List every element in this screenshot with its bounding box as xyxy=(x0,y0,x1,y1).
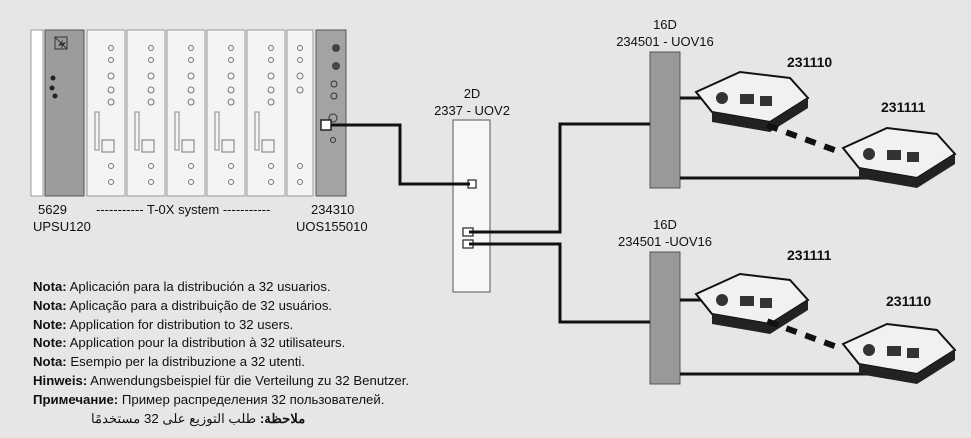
ont-top-2-code: 231111 xyxy=(881,99,926,115)
ellipsis-dashes-top xyxy=(766,122,836,153)
splitter-2d-uov2 xyxy=(452,119,491,293)
note-ar: ملاحظة: طلب التوزيع على 32 مستخدمًا xyxy=(33,410,409,429)
ellipsis-dashes-bottom xyxy=(766,318,836,349)
note-text: Aplicación para la distribución a 32 usu… xyxy=(69,279,331,294)
note-label: Nota: xyxy=(33,279,67,294)
note-text: طلب التوزيع على 32 مستخدمًا xyxy=(91,410,257,426)
note-de: Hinweis: Anwendungsbeispiel für die Vert… xyxy=(33,372,409,391)
ont-device-top-1 xyxy=(694,70,810,132)
splitter-2d-model-label: 2337 - UOV2 xyxy=(434,103,510,118)
ont-bottom-1-code: 231111 xyxy=(787,247,832,263)
splitter-16d-top-ports-label: 16D xyxy=(653,17,677,32)
notes-block: Nota: Aplicación para la distribución a … xyxy=(33,278,409,428)
ont-bottom-2-code: 231110 xyxy=(886,293,932,309)
rack-t0x-system xyxy=(30,29,347,197)
cable-2d-to-16d-top xyxy=(469,122,650,234)
note-label: Note: xyxy=(33,335,67,351)
note-es: Nota: Aplicación para la distribución a … xyxy=(33,278,409,297)
ont-device-top-2 xyxy=(841,126,957,188)
module-t0x-2 xyxy=(126,29,166,197)
note-en: Note: Application for distribution to 32… xyxy=(33,316,409,335)
note-label: Hinweis: xyxy=(33,372,88,388)
module-t0x-1 xyxy=(86,29,126,197)
note-text: Esempio per la distribuzione a 32 utenti… xyxy=(70,354,305,370)
note-label: Примечание: xyxy=(33,391,119,407)
module-t0x-5 xyxy=(246,29,286,197)
ont-device-bottom-2 xyxy=(841,322,957,384)
module-t0x-6 xyxy=(286,29,314,197)
splitter-16d-top-model-label: 234501 - UOV16 xyxy=(616,34,714,49)
module-t0x-3 xyxy=(166,29,206,197)
note-text: Application pour la distribution à 32 ut… xyxy=(69,335,346,351)
ont-device-bottom-1 xyxy=(694,272,810,334)
note-it: Nota: Esempio per la distribuzione a 32 … xyxy=(33,353,409,372)
splitter-16d-bottom-model-label: 234501 -UOV16 xyxy=(618,234,712,249)
module-uos155010 xyxy=(315,29,347,197)
note-text: Пример распределения 32 пользователей. xyxy=(121,391,385,407)
splitter-16d-top xyxy=(649,51,681,189)
note-ru: Примечание: Пример распределения 32 поль… xyxy=(33,391,409,410)
cable-uos-to-2d xyxy=(331,123,470,186)
note-label: Nota: xyxy=(33,297,67,313)
splitter-2d-ports-label: 2D xyxy=(463,86,481,101)
note-label: Nota: xyxy=(33,354,67,370)
note-text: Anwendungsbeispiel für die Verteilung zu… xyxy=(90,372,410,388)
system-label: ----------- T-0X system ----------- xyxy=(96,202,271,217)
uos-model-label: UOS155010 xyxy=(296,219,368,234)
upsu-model-label: UPSU120 xyxy=(33,219,91,234)
uos-code-label: 234310 xyxy=(311,202,355,217)
note-label: ملاحظة: xyxy=(259,410,306,426)
note-fr: Note: Application pour la distribution à… xyxy=(33,334,409,353)
splitter-16d-bottom-ports-label: 16D xyxy=(653,217,677,232)
note-text: Aplicação para a distribuição de 32 usuá… xyxy=(69,297,333,313)
note-text: Application for distribution to 32 users… xyxy=(69,316,294,332)
module-t0x-4 xyxy=(206,29,246,197)
module-upsu120 xyxy=(44,29,85,197)
upsu-code-label: 5629 xyxy=(38,202,67,217)
cable-2d-to-16d-bottom xyxy=(469,242,650,324)
ont-top-1-code: 231110 xyxy=(787,54,833,70)
note-pt: Nota: Aplicação para a distribuição de 3… xyxy=(33,297,409,316)
note-label: Note: xyxy=(33,316,67,332)
splitter-16d-bottom xyxy=(649,251,681,385)
